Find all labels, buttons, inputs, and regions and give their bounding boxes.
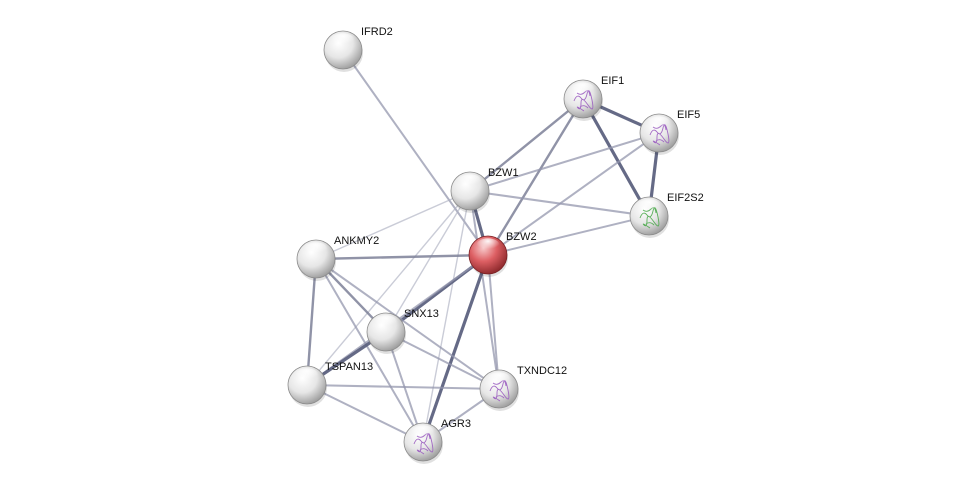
- edge-eif1-bzw2[interactable]: [486, 97, 585, 257]
- edge-ifrd2-bzw2[interactable]: [342, 49, 489, 256]
- bead-highlight: [458, 174, 482, 189]
- node-label-agr3: AGR3: [441, 418, 471, 430]
- node-label-bzw1: BZW1: [488, 167, 519, 179]
- edge-eif1-bzw1[interactable]: [468, 97, 585, 193]
- node-tspan13[interactable]: TSPAN13: [287, 361, 373, 407]
- bead-highlight: [647, 116, 671, 131]
- node-label-ankmy2: ANKMY2: [334, 235, 379, 247]
- edge-bzw1-snx13[interactable]: [385, 190, 471, 333]
- edge-bzw2-agr3[interactable]: [421, 253, 490, 444]
- node-txndc12[interactable]: TXNDC12: [479, 365, 567, 411]
- node-bzw1[interactable]: BZW1: [450, 167, 519, 213]
- node-ifrd2[interactable]: IFRD2: [323, 26, 393, 72]
- edge-tspan13-agr3[interactable]: [306, 384, 424, 443]
- edge-bzw2-txndc12[interactable]: [487, 254, 500, 390]
- edge-ankmy2-agr3[interactable]: [315, 258, 424, 443]
- edge-eif5-bzw1[interactable]: [469, 132, 660, 192]
- edge-tspan13-txndc12[interactable]: [306, 384, 500, 390]
- edge-bzw1-ankmy2[interactable]: [315, 190, 471, 260]
- node-snx13[interactable]: SNX13: [366, 308, 439, 354]
- edge-eif1-eif2s2[interactable]: [581, 97, 651, 218]
- node-eif5[interactable]: EIF5: [639, 109, 700, 155]
- node-label-snx13: SNX13: [404, 308, 439, 320]
- node-eif1[interactable]: EIF1: [563, 75, 624, 121]
- bead-highlight: [411, 425, 435, 440]
- edge-bzw2-ankmy2[interactable]: [314, 253, 490, 261]
- bead-highlight: [304, 242, 328, 257]
- node-eif2s2[interactable]: EIF2S2: [629, 192, 704, 238]
- bead-highlight: [295, 368, 319, 383]
- edge-eif2s2-bzw1[interactable]: [469, 190, 650, 217]
- edge-bzw1-agr3[interactable]: [422, 190, 471, 443]
- edge-eif5-bzw2[interactable]: [487, 132, 660, 256]
- edge-eif2s2-bzw2[interactable]: [487, 215, 650, 256]
- node-label-tspan13: TSPAN13: [325, 361, 373, 373]
- node-label-bzw2: BZW2: [506, 231, 537, 243]
- edge-ankmy2-txndc12[interactable]: [315, 258, 500, 390]
- node-ankmy2[interactable]: ANKMY2: [296, 235, 379, 281]
- edges-layer: [305, 49, 661, 444]
- node-label-txndc12: TXNDC12: [517, 365, 567, 377]
- node-label-eif1: EIF1: [601, 75, 624, 87]
- edge-ankmy2-tspan13[interactable]: [305, 257, 318, 387]
- node-label-eif2s2: EIF2S2: [667, 192, 704, 204]
- bead-highlight: [637, 199, 661, 214]
- bead-highlight: [476, 238, 500, 253]
- bead-highlight: [487, 372, 511, 387]
- bead-highlight: [571, 82, 595, 97]
- node-agr3[interactable]: AGR3: [403, 418, 471, 464]
- edge-snx13-txndc12[interactable]: [385, 331, 500, 390]
- bead-highlight: [331, 33, 355, 48]
- bead-highlight: [374, 315, 398, 330]
- node-label-eif5: EIF5: [677, 109, 700, 121]
- edge-bzw1-tspan13[interactable]: [306, 190, 471, 386]
- edge-bzw1-txndc12[interactable]: [469, 190, 500, 390]
- node-bzw2[interactable]: BZW2: [468, 231, 537, 277]
- node-label-ifrd2: IFRD2: [361, 26, 393, 38]
